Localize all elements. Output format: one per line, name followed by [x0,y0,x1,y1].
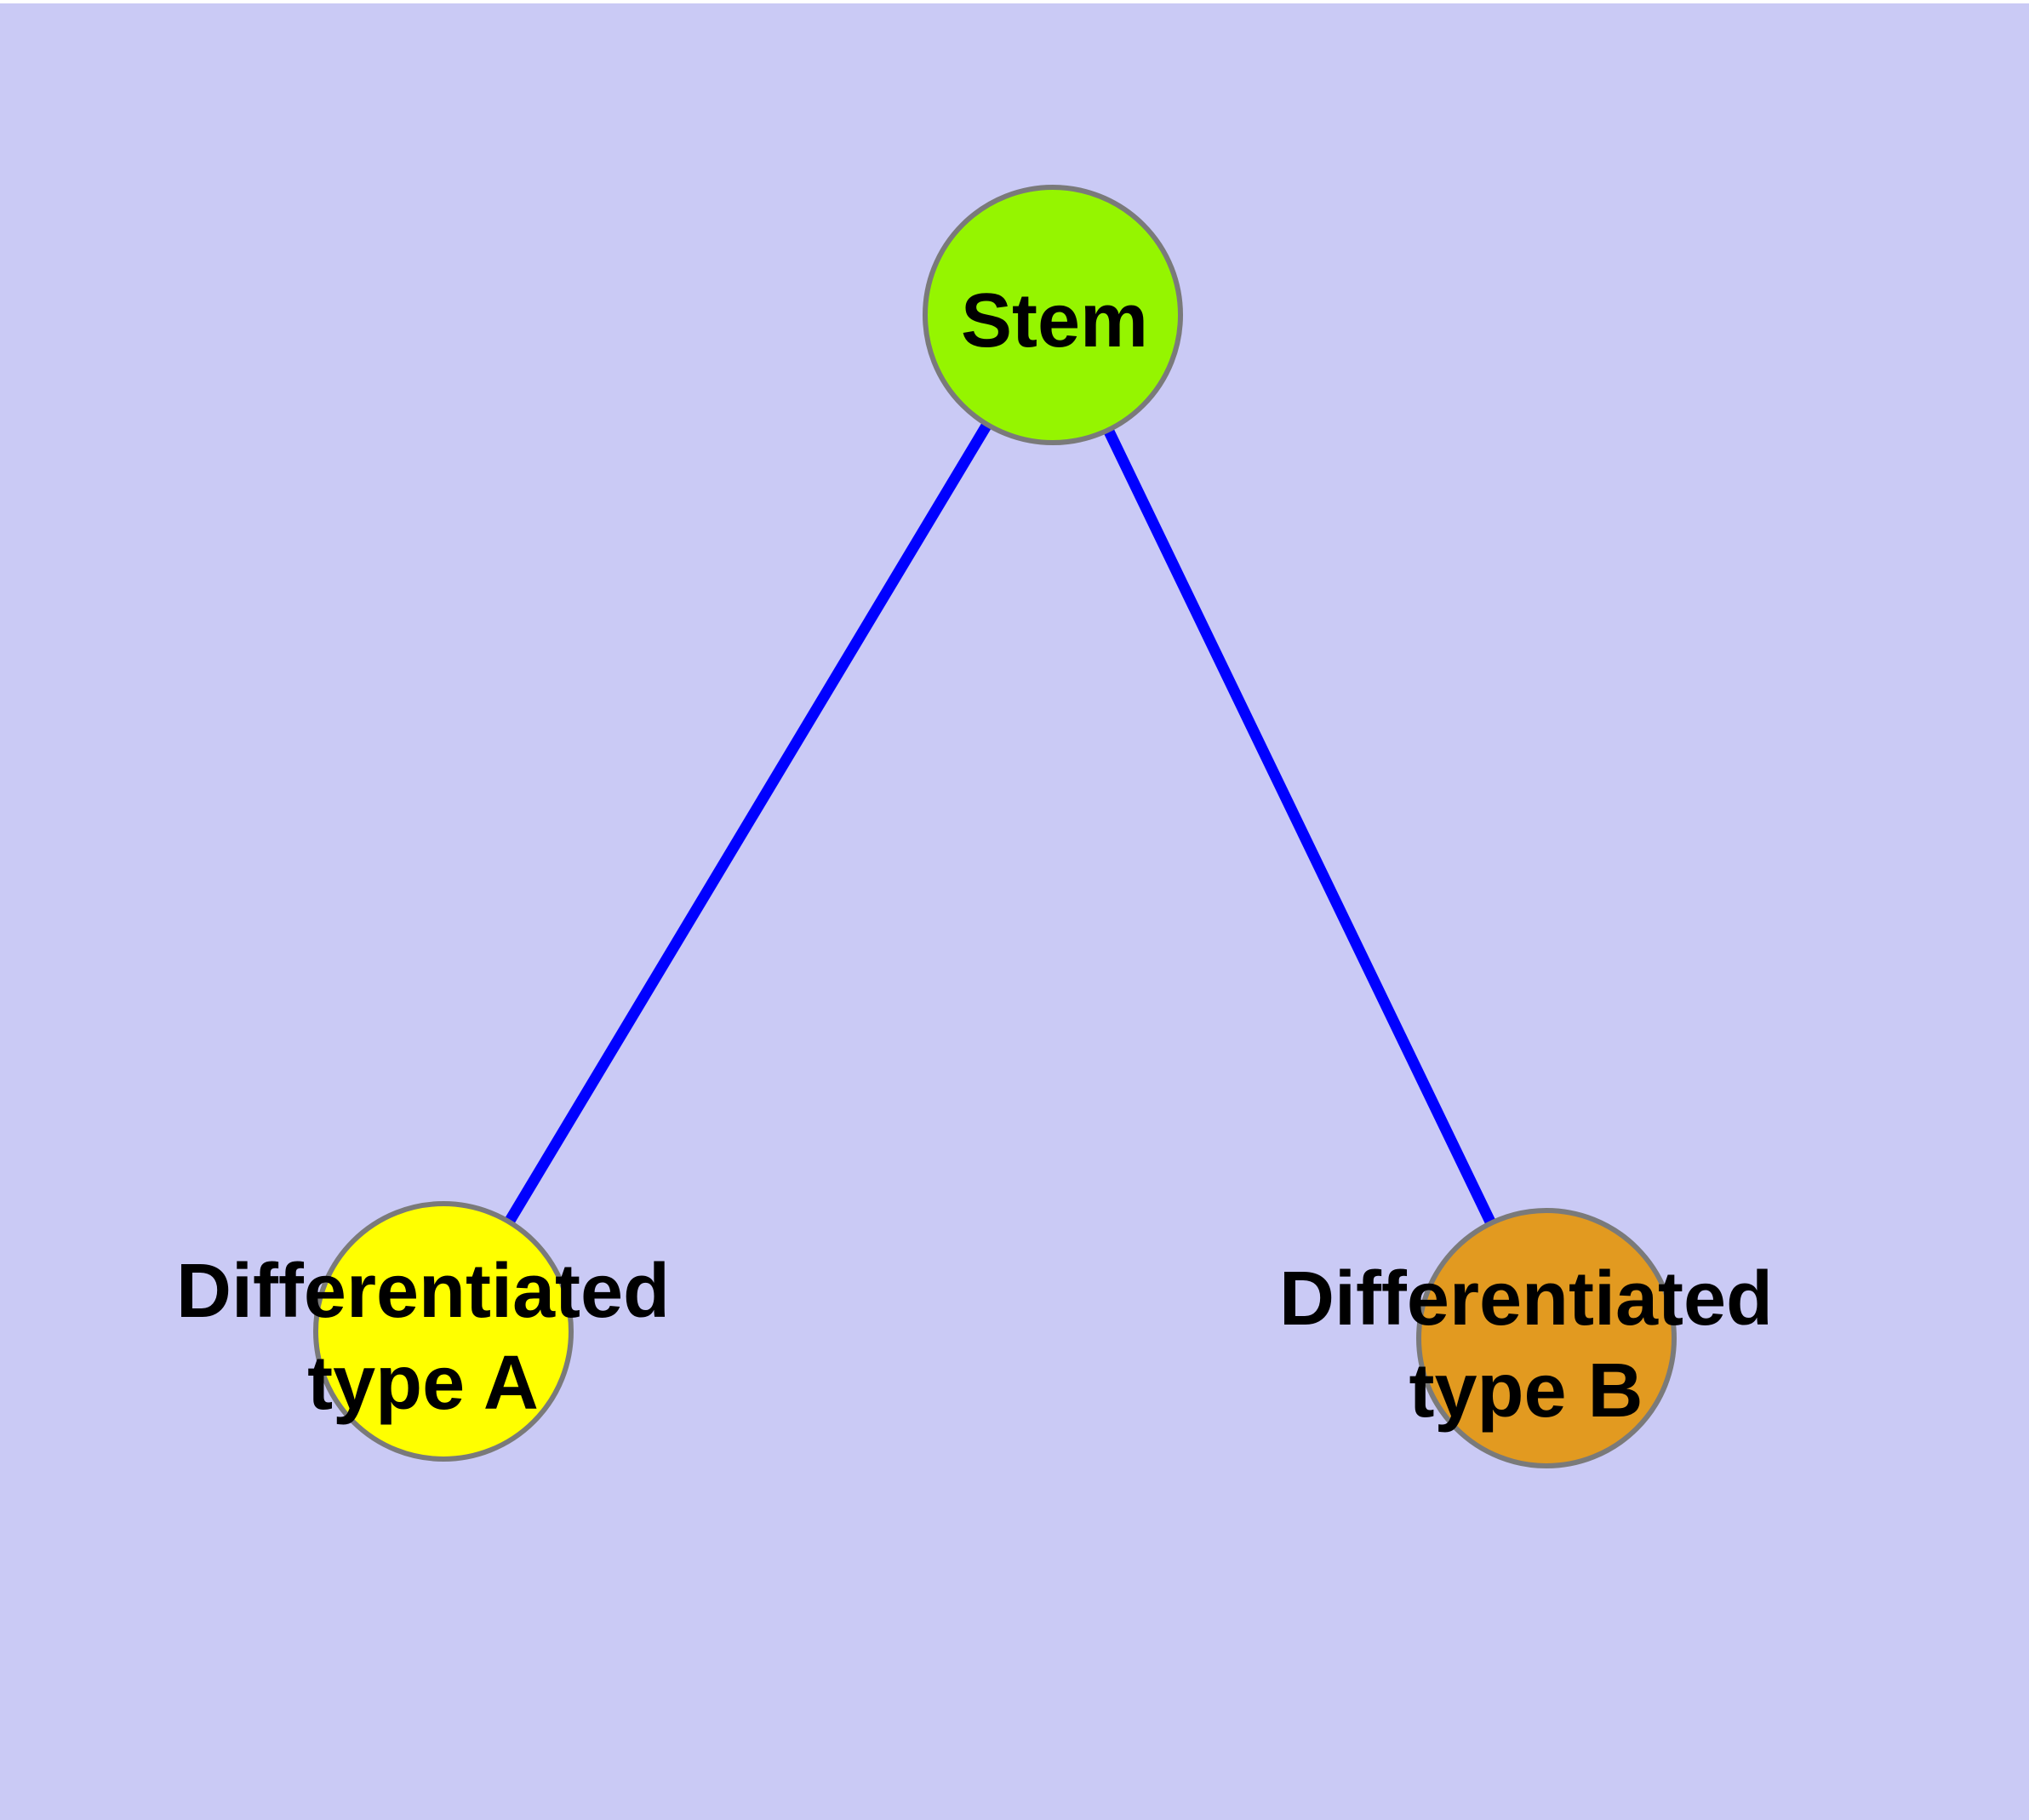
node-differentiated-type-a [313,1201,574,1462]
node-differentiated-type-b-label-line1: Differentiated [1279,1256,1773,1342]
node-stem [923,185,1183,445]
top-margin-strip [0,0,2029,3]
node-differentiated-type-b-label-line2: type B [1409,1348,1643,1434]
edge-stem-to-type-a [438,312,1058,1335]
node-differentiated-type-a-label-line1: Differentiated [176,1249,670,1334]
node-stem-label: Stem [961,278,1148,363]
node-differentiated-type-b [1416,1208,1677,1468]
edge-stem-to-type-b [1048,312,1552,1341]
node-differentiated-type-a-label-line2: type A [307,1341,539,1426]
